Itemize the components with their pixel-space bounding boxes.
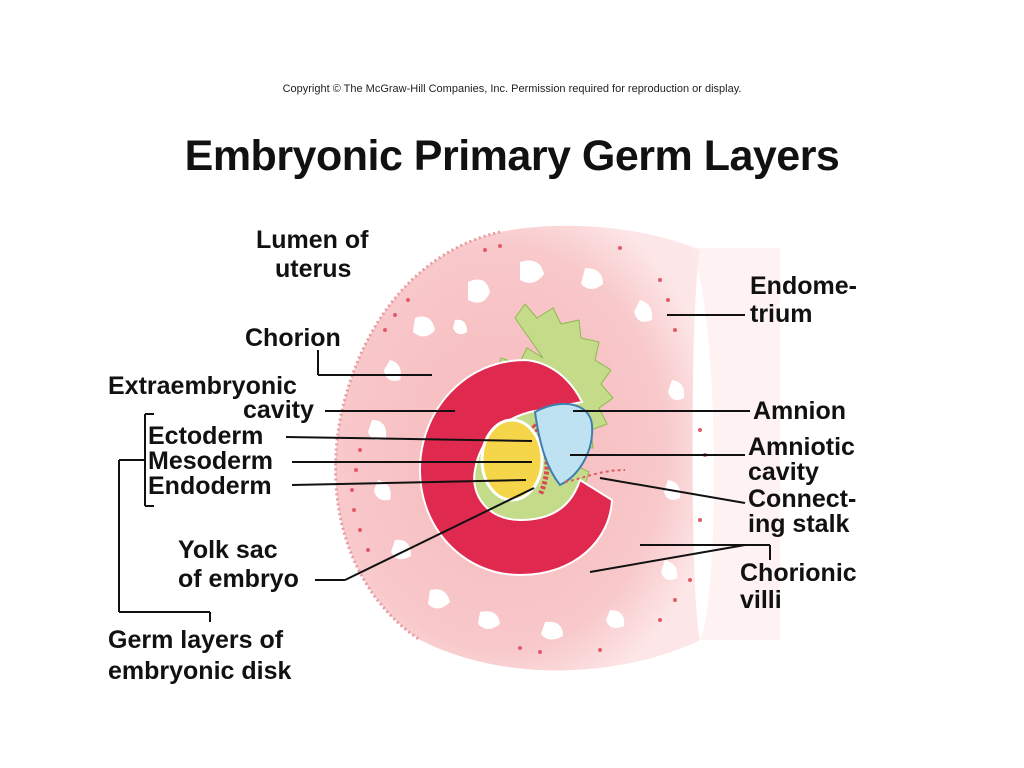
label-mesoderm: Mesoderm xyxy=(148,447,273,475)
svg-text:Lumen of: Lumen of xyxy=(256,226,369,254)
label-ectoderm: Ectoderm xyxy=(148,422,263,450)
svg-text:Connect-: Connect- xyxy=(748,485,856,513)
label-lumen-of-uterus: Lumen of uterus xyxy=(256,226,369,283)
svg-text:trium: trium xyxy=(750,300,813,328)
svg-text:cavity: cavity xyxy=(243,396,314,424)
label-amnion: Amnion xyxy=(753,397,846,425)
label-chorionic-villi: Chorionic villi xyxy=(740,559,857,614)
amniotic-cavity xyxy=(533,402,594,487)
svg-text:Amnion: Amnion xyxy=(753,397,846,425)
svg-text:uterus: uterus xyxy=(275,255,351,283)
label-amniotic-cavity: Amniotic cavity xyxy=(748,433,855,486)
svg-text:Yolk sac: Yolk sac xyxy=(178,536,278,564)
label-endometrium: Endome- trium xyxy=(750,272,857,328)
svg-text:Endoderm: Endoderm xyxy=(148,472,272,500)
svg-text:Chorionic: Chorionic xyxy=(740,559,857,587)
endometrium-dots xyxy=(350,244,707,654)
svg-text:Extraembryonic: Extraembryonic xyxy=(108,372,297,400)
connecting-stalk xyxy=(564,469,626,483)
embryonic-disk xyxy=(531,423,550,497)
label-chorion: Chorion xyxy=(245,324,341,352)
label-yolk-sac: Yolk sac of embryo xyxy=(178,536,299,593)
svg-text:Mesoderm: Mesoderm xyxy=(148,447,273,475)
leader-lines xyxy=(118,314,771,622)
svg-text:villi: villi xyxy=(740,586,782,614)
label-extraembryonic-cavity: Extraembryonic cavity xyxy=(108,372,314,424)
label-connecting-stalk: Connect- ing stalk xyxy=(748,485,856,538)
svg-text:Endome-: Endome- xyxy=(750,272,857,300)
uterine-lining-edge xyxy=(334,230,501,642)
label-endoderm: Endoderm xyxy=(148,472,272,500)
svg-text:cavity: cavity xyxy=(748,458,819,486)
diagram-title: Embryonic Primary Germ Layers xyxy=(184,132,840,180)
svg-text:Germ layers of: Germ layers of xyxy=(108,626,284,654)
copyright-notice: Copyright © The McGraw-Hill Companies, I… xyxy=(282,83,742,95)
svg-text:of embryo: of embryo xyxy=(178,565,299,593)
svg-text:embryonic disk: embryonic disk xyxy=(108,657,291,685)
endometrium-fade xyxy=(690,248,780,640)
svg-text:Amniotic: Amniotic xyxy=(748,433,855,461)
svg-text:Ectoderm: Ectoderm xyxy=(148,422,263,450)
svg-text:ing stalk: ing stalk xyxy=(748,510,850,538)
label-germ-layers: Germ layers of embryonic disk xyxy=(108,626,291,685)
svg-text:Chorion: Chorion xyxy=(245,324,341,352)
